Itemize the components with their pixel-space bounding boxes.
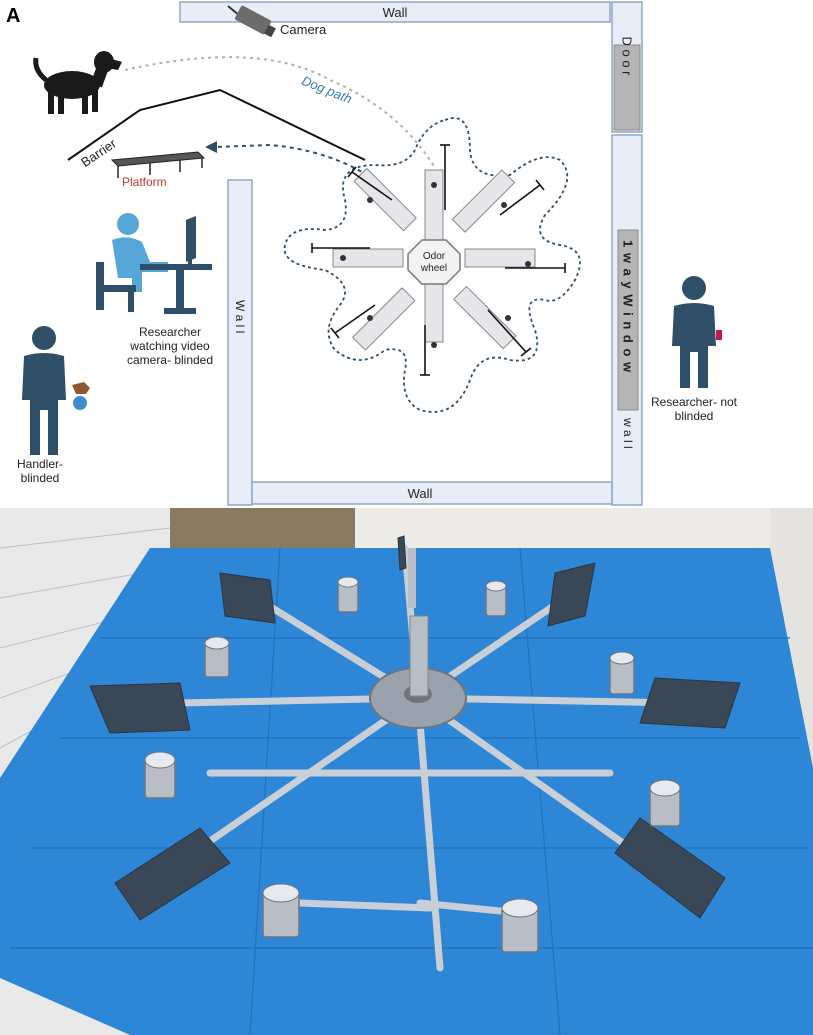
camera-icon bbox=[227, 5, 276, 38]
blue-floor-mat bbox=[0, 548, 813, 1035]
dog-icon bbox=[33, 51, 122, 114]
researcher-not-blinded-icon bbox=[672, 276, 722, 388]
wall-inner-left bbox=[227, 179, 253, 506]
return-path-arrowhead bbox=[205, 141, 217, 153]
camera-label: Camera bbox=[280, 22, 327, 37]
door-frame bbox=[170, 508, 355, 553]
handler-icon bbox=[22, 326, 90, 455]
odor-wheel-apparatus bbox=[89, 535, 741, 972]
researcher-watching-label-1: Researcher bbox=[139, 325, 201, 339]
platform-label: Platform bbox=[122, 175, 167, 189]
panel-b-photo: B bbox=[0, 508, 813, 1035]
mat-seams bbox=[10, 547, 813, 1035]
wall-right-label: w a l l bbox=[621, 417, 635, 449]
wall-top-label: Wall bbox=[383, 5, 408, 20]
researcher-watching-label-2: watching video bbox=[129, 339, 210, 353]
researcher-not-blinded-label-1: Researcher- not bbox=[651, 395, 738, 409]
panel-a-letter: A bbox=[6, 5, 20, 27]
platform-icon bbox=[110, 151, 206, 178]
one-way-window bbox=[617, 229, 639, 411]
dog-path-line bbox=[124, 56, 436, 169]
researcher-not-blinded-label-2: blinded bbox=[675, 409, 714, 423]
room-walls bbox=[179, 1, 643, 506]
wall-top bbox=[179, 1, 611, 23]
barrier-label: Barrier bbox=[78, 135, 119, 170]
wall-bottom-label: Wall bbox=[408, 486, 433, 501]
researcher-watching-label-3: camera- blinded bbox=[127, 353, 213, 367]
odor-wheel-label-1: Odor bbox=[423, 251, 446, 262]
odor-wheel-diagram bbox=[311, 144, 566, 376]
odor-wheel-label-2: wheel bbox=[420, 263, 447, 274]
handler-label-2: blinded bbox=[21, 471, 60, 485]
return-path-arrow bbox=[214, 143, 376, 181]
door-label: D o o r bbox=[620, 36, 635, 76]
door bbox=[613, 44, 641, 131]
panel-a-diagram: A Wall D o o r 1 w a y W i n d o w w a l… bbox=[6, 1, 738, 506]
window-label: 1 w a y W i n d o w bbox=[621, 240, 636, 373]
researcher-desk-icon bbox=[96, 213, 212, 314]
wall-inner-label: W a l l bbox=[233, 300, 247, 333]
wall-bottom bbox=[251, 481, 613, 505]
barrier-line bbox=[67, 88, 366, 161]
handler-label-1: Handler- bbox=[17, 457, 63, 471]
